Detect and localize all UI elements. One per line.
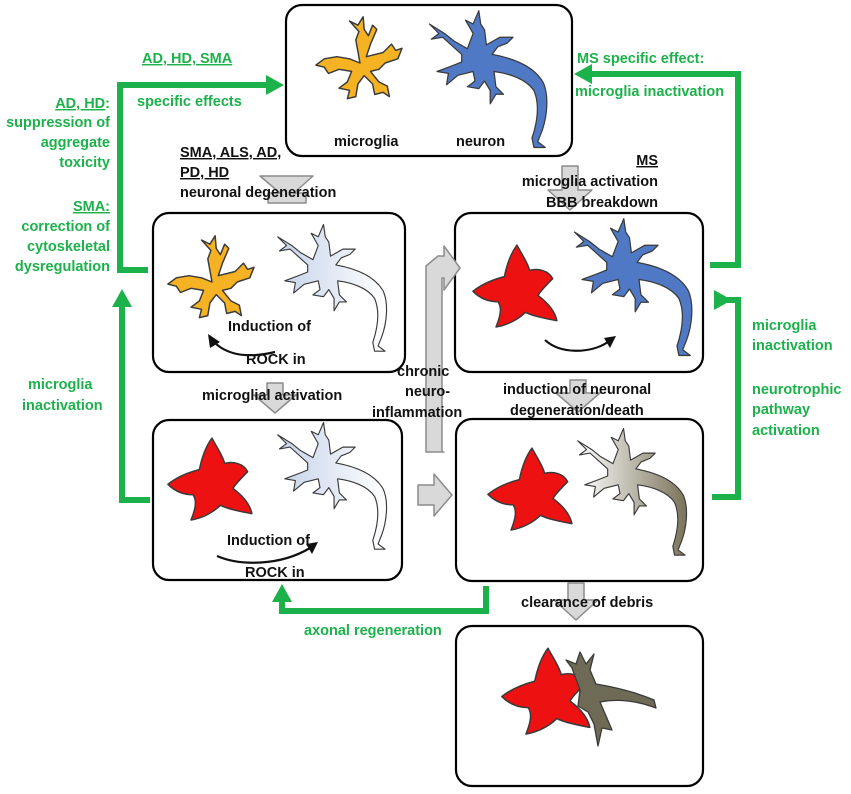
induction-neuronal-line-2: degeneration/death — [510, 403, 644, 419]
sma-heading: SMA: — [73, 199, 110, 215]
curved-arrow-lower-icon — [216, 547, 311, 564]
induction-neuronal-line-1: induction of neuronal — [503, 382, 651, 398]
green-arrow-top-left — [117, 82, 268, 273]
green-arrowhead-top-left — [266, 75, 284, 95]
microglia-inactivation-left-2: inactivation — [22, 398, 103, 414]
green-arrow-bottom — [279, 586, 489, 614]
gray-arrow-to-debris — [553, 582, 599, 621]
gray-arrow-down-left — [253, 382, 297, 414]
neurotrophic-line-1: neurotrophic — [752, 382, 841, 398]
suppression-line-1: suppression of — [6, 115, 110, 131]
curved-arrowhead-lower-icon — [306, 542, 318, 554]
neurotrophic-line-2: pathway — [752, 402, 810, 418]
microglia-inactivation-top-label: microglia inactivation — [575, 84, 724, 100]
induction-of-label-2: Induction of — [227, 533, 310, 549]
chronic-line-3: inflammation — [372, 405, 462, 421]
ad-hd-sma-label: AD, HD, SMA — [142, 51, 233, 67]
chronic-line-2: neuro- — [405, 384, 450, 400]
microglia-inactivation-right-2: inactivation — [752, 338, 833, 354]
curved-arrow-ms-icon — [544, 339, 609, 352]
correction-line-1: correction of — [21, 219, 110, 235]
microglia-activation-ms-label: microglia activation — [522, 174, 658, 190]
microglia-inactivation-left-1: microglia — [28, 377, 93, 393]
panel-early-degeneration — [151, 211, 407, 374]
panel-microglial-activation — [151, 418, 404, 582]
ms-heading: MS — [636, 153, 658, 169]
curved-arrowhead-ms-icon — [604, 336, 616, 348]
neuron-label: neuron — [456, 134, 505, 150]
ms-specific-effect-label: MS specific effect: — [577, 51, 704, 67]
green-arrowhead-left — [112, 289, 132, 307]
gray-arrow-chronic — [425, 245, 461, 453]
ad-hd-heading: AD, HD: — [55, 96, 110, 112]
gray-arrow-down-right — [555, 379, 601, 413]
bbb-breakdown-label: BBB breakdown — [546, 195, 658, 211]
rock-in-label-2: ROCK in — [245, 565, 305, 581]
induction-of-label-1: Induction of — [228, 319, 311, 335]
microglial-activation-label: microglial activation — [202, 388, 342, 404]
green-arrow-left — [119, 305, 150, 503]
green-arrowhead-bottom — [272, 584, 292, 602]
microglia-inactivation-right-1: microglia — [752, 318, 817, 334]
green-arrowhead-top-right — [574, 64, 592, 84]
correction-line-2: cytoskeletal — [27, 239, 110, 255]
gray-arrow-to-ms — [547, 165, 593, 211]
curved-arrow-early-icon — [213, 341, 276, 357]
suppression-line-3: toxicity — [59, 155, 110, 171]
microglia-label: microglia — [334, 134, 399, 150]
suppression-line-2: aggregate — [41, 135, 110, 151]
curved-arrowhead-early-icon — [208, 334, 220, 348]
chronic-line-1: chronic — [397, 364, 449, 380]
gray-arrow-right-mid — [417, 473, 453, 517]
green-arrowhead-right — [714, 290, 732, 310]
green-arrow-right — [712, 297, 741, 500]
rock-in-label-1: ROCK in — [246, 352, 306, 368]
clearance-of-debris-label: clearance of debris — [521, 595, 653, 611]
gray-arrow-to-early — [259, 175, 314, 204]
diseases-line-1: SMA, ALS, AD, — [180, 145, 281, 161]
specific-effects-label: specific effects — [137, 94, 242, 110]
neuronal-degeneration-label: neuronal degeneration — [180, 185, 336, 201]
correction-line-3: dysregulation — [15, 259, 110, 275]
neurotrophic-line-3: activation — [752, 423, 820, 439]
neuron-fragment-debris-icon — [565, 651, 657, 747]
diseases-line-2: PD, HD — [180, 165, 229, 181]
green-arrow-top-right — [590, 71, 741, 268]
axonal-regeneration-label: axonal regeneration — [304, 623, 442, 639]
